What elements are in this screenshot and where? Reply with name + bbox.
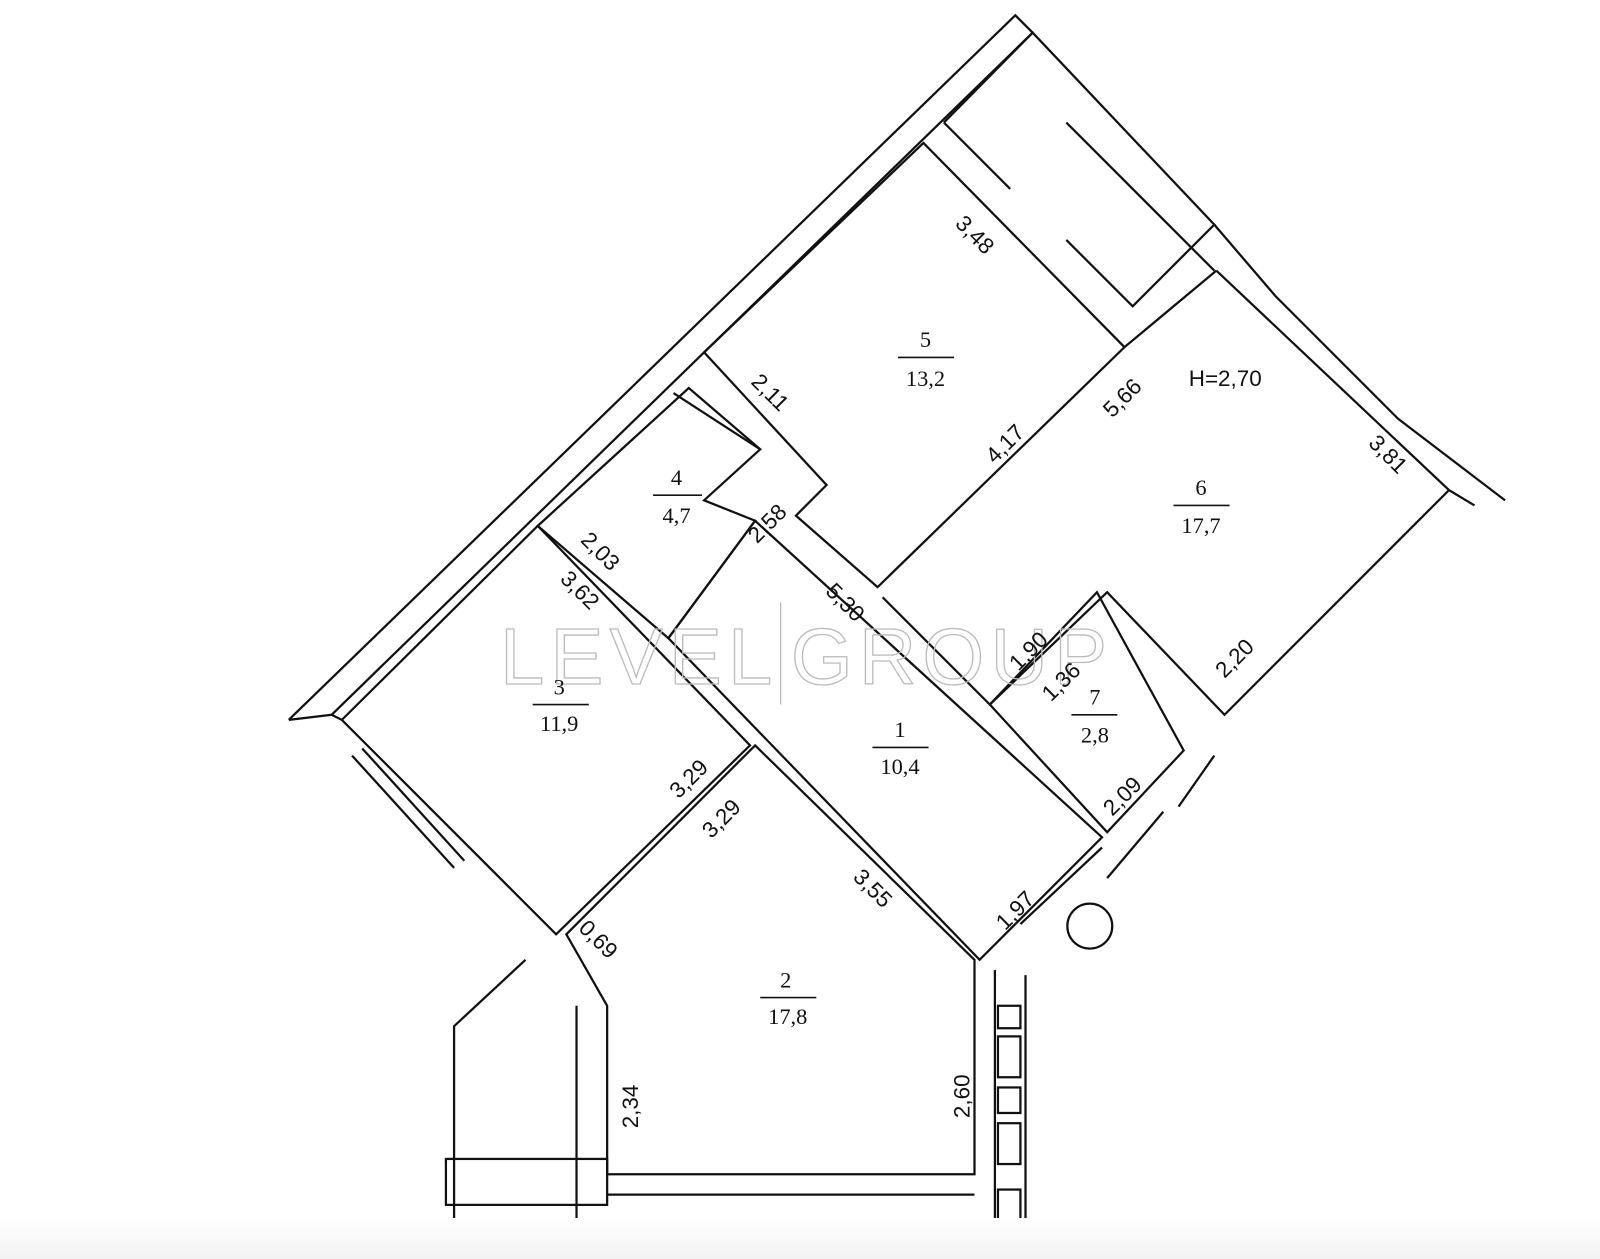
walls (287, 13, 1506, 1222)
svg-text:10,4: 10,4 (880, 754, 919, 779)
svg-text:1: 1 (894, 717, 905, 742)
dim-2-09: 2,09 (1098, 772, 1147, 821)
svg-text:6: 6 (1195, 475, 1206, 500)
svg-text:4,7: 4,7 (663, 503, 691, 528)
svg-text:2,8: 2,8 (1081, 722, 1109, 747)
room-3: 311,9 (532, 674, 589, 736)
room-1: 110,4 (872, 717, 929, 779)
dim-2-34: 2,34 (618, 1085, 643, 1129)
svg-text:4: 4 (671, 465, 682, 490)
room-7: 72,8 (1071, 685, 1118, 747)
dim-4-17: 4,17 (981, 420, 1030, 469)
room-4: 44,7 (653, 465, 703, 528)
svg-text:11,9: 11,9 (540, 711, 578, 736)
dim-3-55: 3,55 (849, 864, 898, 913)
room-2: 217,8 (760, 967, 817, 1029)
dim-2-03: 2,03 (576, 527, 625, 576)
svg-text:3: 3 (554, 674, 565, 699)
dim-1-97: 1,97 (991, 886, 1040, 935)
svg-text:17,8: 17,8 (768, 1004, 807, 1029)
room-labels: 110,4 217,8 311,9 44,7 513,2 617,7 72,8 (532, 327, 1230, 1029)
dim-2-58: 2,58 (743, 499, 792, 548)
svg-text:17,7: 17,7 (1181, 513, 1220, 538)
dim-3-29-b: 3,29 (697, 794, 746, 843)
page-footer-fade (0, 1218, 1600, 1259)
svg-text:5: 5 (920, 327, 931, 352)
watermark-right: GROUP (791, 612, 1113, 701)
dim-5-66: 5,66 (1098, 374, 1147, 423)
dim-3-48: 3,48 (951, 210, 1000, 259)
watermark-left: LEVEL (500, 612, 778, 701)
dim-3-62: 3,62 (556, 566, 605, 615)
svg-text:13,2: 13,2 (906, 366, 945, 391)
ceiling-height: H=2,70 (1189, 366, 1262, 391)
dim-0-69: 0,69 (574, 915, 623, 964)
dim-2-20: 2,20 (1210, 634, 1259, 683)
svg-text:2: 2 (780, 967, 791, 992)
room-5: 513,2 (897, 327, 955, 391)
dim-3-81: 3,81 (1364, 430, 1413, 479)
room-6: 617,7 (1173, 475, 1230, 538)
dim-2-60: 2,60 (949, 1074, 974, 1118)
svg-text:7: 7 (1089, 685, 1100, 710)
dim-2-11: 2,11 (746, 369, 793, 416)
